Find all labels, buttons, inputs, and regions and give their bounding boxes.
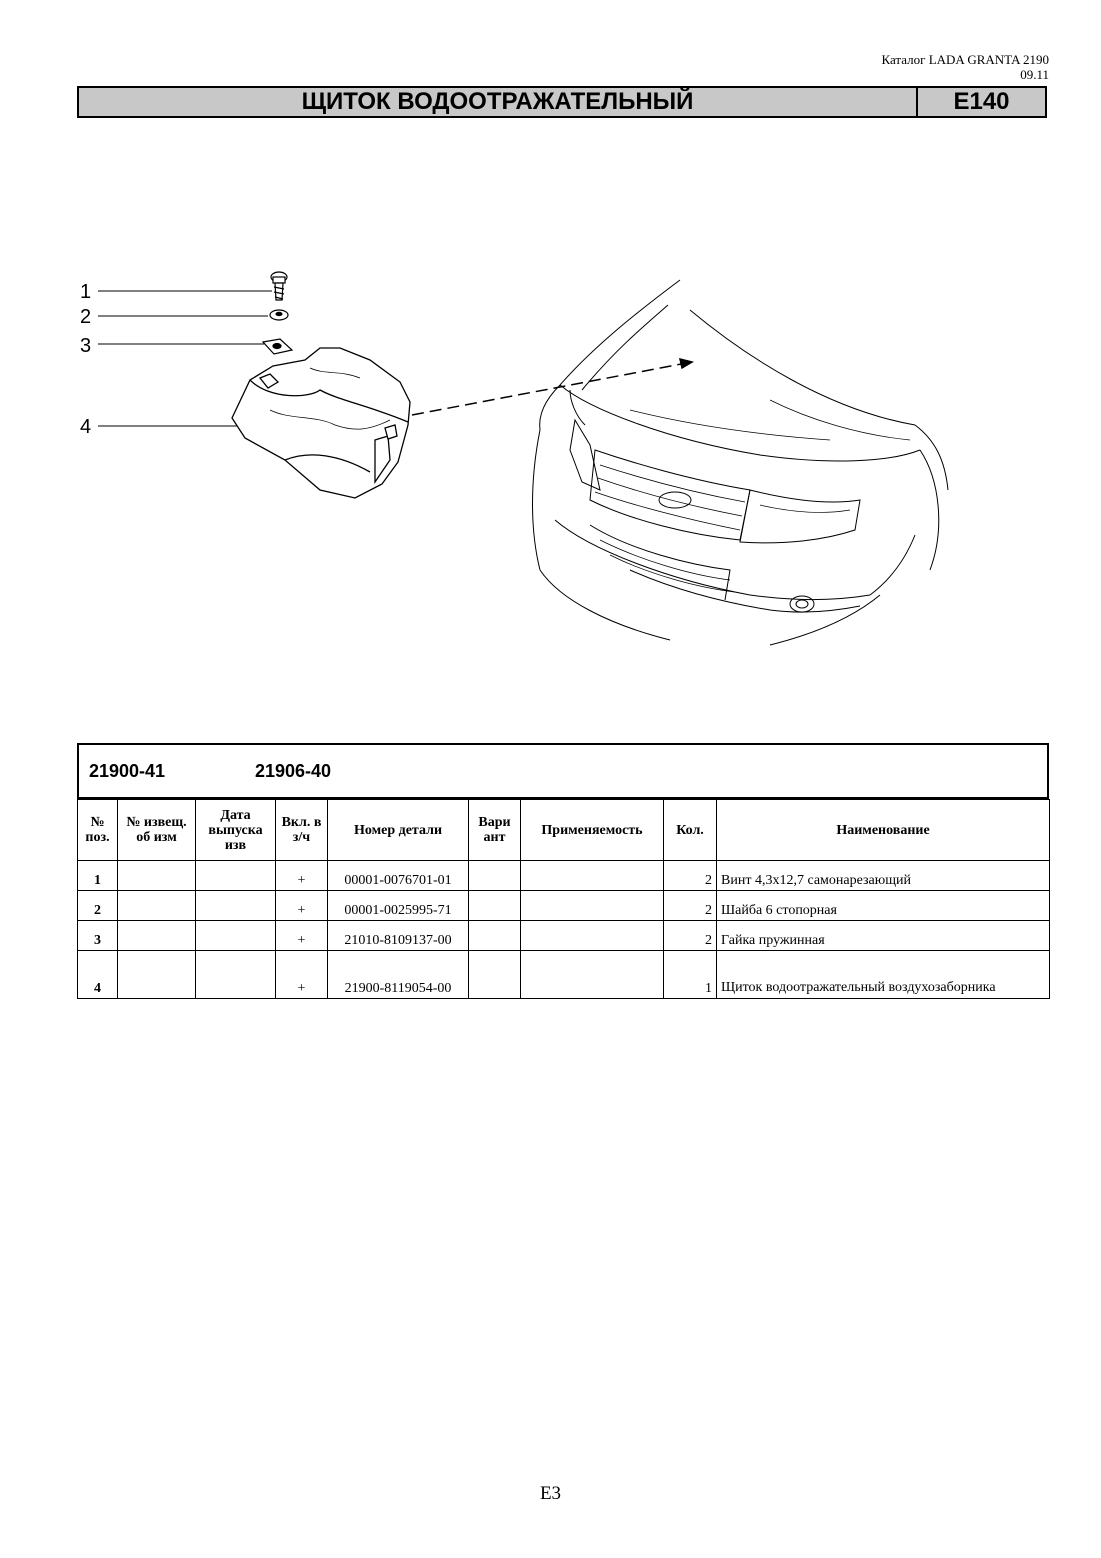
cell-position: 4 bbox=[77, 950, 118, 999]
cell-variant bbox=[468, 890, 521, 921]
section-title-bar: ЩИТОК ВОДООТРАЖАТЕЛЬНЫЙ E140 bbox=[77, 86, 1047, 118]
cell-usage bbox=[520, 890, 664, 921]
cell-name: Щиток водоотражательный воздухозаборника bbox=[716, 950, 1050, 999]
cell-position: 1 bbox=[77, 860, 118, 891]
cell-quantity: 1 bbox=[663, 950, 717, 999]
catalog-date: 09.11 bbox=[1020, 67, 1049, 82]
cell-usage bbox=[520, 860, 664, 891]
cell-position: 3 bbox=[77, 920, 118, 951]
cell-date bbox=[195, 920, 276, 951]
catalog-name: Каталог LADA GRANTA 2190 bbox=[881, 52, 1049, 67]
cell-variant bbox=[468, 860, 521, 891]
cell-quantity: 2 bbox=[663, 890, 717, 921]
screw-icon bbox=[270, 271, 288, 301]
model-code: 21900-41 bbox=[89, 760, 166, 781]
table-row: 4 + 21900-8119054-00 1 Щиток водоотражат… bbox=[77, 950, 1050, 999]
col-header-notice: № извещ. об изм bbox=[117, 799, 196, 861]
col-header-quantity: Кол. bbox=[663, 799, 717, 861]
col-header-name: Наименование bbox=[716, 799, 1050, 861]
table-row: 2 + 00001-0025995-71 2 Шайба 6 стопорная bbox=[77, 890, 1050, 921]
cell-notice bbox=[117, 950, 196, 999]
cell-usage bbox=[520, 950, 664, 999]
callout-3: 3 bbox=[80, 335, 91, 357]
catalog-header: Каталог LADA GRANTA 2190 09.11 bbox=[881, 52, 1049, 82]
cell-name: Гайка пружинная bbox=[716, 920, 1050, 951]
table-header-row: № поз. № извещ. об изм Дата выпуска изв … bbox=[77, 799, 1050, 861]
col-header-issue-date: Дата выпуска изв bbox=[195, 799, 276, 861]
cell-included: + bbox=[275, 860, 328, 891]
page-number: E3 bbox=[539, 1483, 562, 1504]
washer-icon bbox=[269, 309, 289, 321]
water-shield-icon bbox=[231, 347, 411, 499]
car-front-drawing bbox=[532, 279, 949, 646]
col-header-variant: Вари ант bbox=[468, 799, 521, 861]
callout-4: 4 bbox=[80, 416, 91, 438]
cell-part-number: 21010-8109137-00 bbox=[327, 920, 469, 951]
location-arrow bbox=[411, 357, 694, 416]
spring-nut-icon bbox=[261, 338, 294, 355]
cell-notice bbox=[117, 890, 196, 921]
callout-1: 1 bbox=[80, 281, 91, 303]
cell-position: 2 bbox=[77, 890, 118, 921]
cell-notice bbox=[117, 860, 196, 891]
cell-name: Винт 4,3х12,7 самонарезающий bbox=[716, 860, 1050, 891]
cell-variant bbox=[468, 950, 521, 999]
col-header-position: № поз. bbox=[77, 799, 118, 861]
section-code: E140 bbox=[953, 88, 1010, 115]
section-title: ЩИТОК ВОДООТРАЖАТЕЛЬНЫЙ bbox=[79, 88, 918, 116]
cell-date bbox=[195, 950, 276, 999]
cell-part-number: 00001-0025995-71 bbox=[327, 890, 469, 921]
table-row: 1 + 00001-0076701-01 2 Винт 4,3х12,7 сам… bbox=[77, 860, 1050, 891]
parts-diagram: 1 2 3 4 bbox=[80, 271, 949, 646]
cell-date bbox=[195, 890, 276, 921]
cell-notice bbox=[117, 920, 196, 951]
cell-included: + bbox=[275, 950, 328, 999]
col-header-usage: Применяемость bbox=[520, 799, 664, 861]
cell-date bbox=[195, 860, 276, 891]
model-codes-bar: 21900-41 21906-40 bbox=[77, 743, 1049, 799]
col-header-included: Вкл. в з/ч bbox=[275, 799, 328, 861]
model-code: 21906-40 bbox=[255, 760, 332, 781]
cell-included: + bbox=[275, 890, 328, 921]
col-header-part-number: Номер детали bbox=[327, 799, 469, 861]
cell-usage bbox=[520, 920, 664, 951]
cell-variant bbox=[468, 920, 521, 951]
cell-included: + bbox=[275, 920, 328, 951]
cell-name: Шайба 6 стопорная bbox=[716, 890, 1050, 921]
cell-part-number: 21900-8119054-00 bbox=[327, 950, 469, 999]
cell-part-number: 00001-0076701-01 bbox=[327, 860, 469, 891]
cell-quantity: 2 bbox=[663, 860, 717, 891]
parts-table: № поз. № извещ. об изм Дата выпуска изв … bbox=[77, 799, 1050, 999]
table-row: 3 + 21010-8109137-00 2 Гайка пружинная bbox=[77, 920, 1050, 951]
cell-quantity: 2 bbox=[663, 920, 717, 951]
callout-2: 2 bbox=[80, 306, 91, 328]
